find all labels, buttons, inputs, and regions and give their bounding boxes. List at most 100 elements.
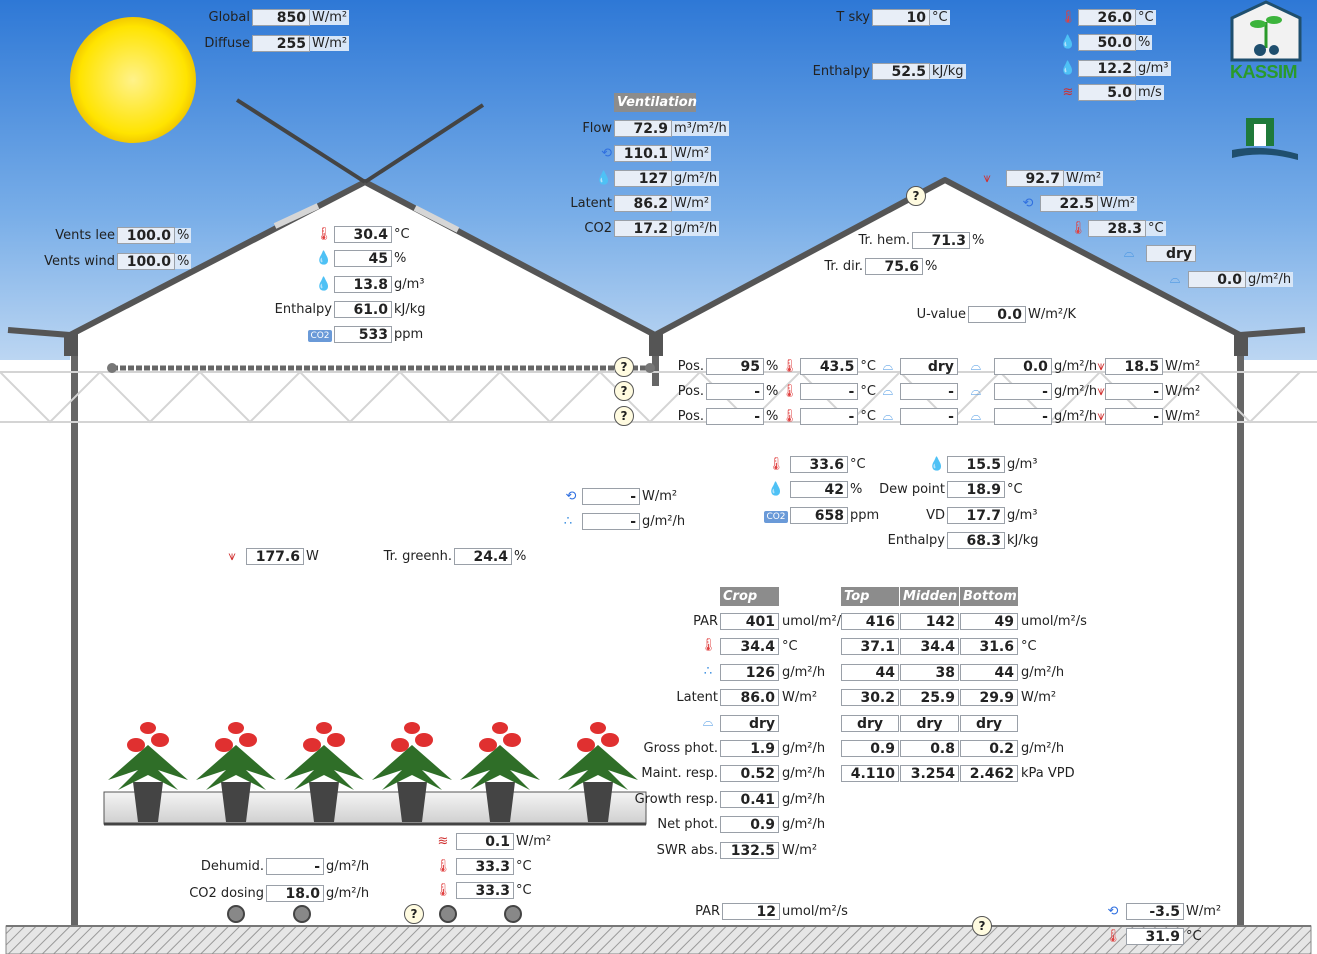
air-enthalpy-value[interactable]: 68.3 [947, 532, 1005, 549]
floor-par-value[interactable]: 12 [722, 903, 780, 920]
layer-value[interactable]: dry [900, 715, 959, 732]
heating-temp2-value[interactable]: 33.3 [456, 882, 514, 899]
screen-cond-value[interactable]: 0.0 [993, 358, 1052, 375]
layer-value[interactable]: 44 [841, 664, 899, 681]
layer-value[interactable]: 416 [841, 613, 899, 630]
top-enthalpy-value[interactable]: 61.0 [334, 301, 392, 318]
condensation-icon: ⌓ [882, 359, 894, 374]
top-temp-value[interactable]: 30.4 [334, 226, 392, 243]
leak-vapour-value[interactable]: - [582, 513, 640, 530]
top-rh-value[interactable]: 45 [334, 250, 392, 267]
layer-value[interactable]: 3.254 [900, 765, 959, 782]
help-button-roof[interactable]: ? [906, 186, 926, 206]
screen-rad-value[interactable]: 18.5 [1105, 358, 1164, 375]
screen-cond-value[interactable]: - [993, 408, 1052, 425]
roof-cond-rate-value[interactable]: 0.0 [1188, 271, 1246, 288]
layer-value[interactable]: 30.2 [841, 689, 899, 706]
help-button-screen-1[interactable]: ? [614, 357, 634, 377]
vents-lee-value[interactable]: 100.0 [117, 227, 175, 244]
help-button-screen-3[interactable]: ? [614, 406, 634, 426]
screen-pos-value[interactable]: 95 [706, 358, 764, 375]
roof-temp-value[interactable]: 28.3 [1088, 220, 1146, 237]
screen-temp-value[interactable]: - [800, 408, 859, 425]
layer-value[interactable]: 4.110 [841, 765, 899, 782]
leak-heat-value[interactable]: - [582, 488, 640, 505]
outside-temp-value[interactable]: 26.0 [1078, 9, 1136, 26]
layer-value[interactable]: 29.9 [960, 689, 1018, 706]
air-co2-value[interactable]: 658 [790, 507, 848, 524]
vent-co2-value[interactable]: 17.2 [614, 220, 672, 237]
crop-value[interactable]: 126 [720, 664, 779, 681]
tsky-value[interactable]: 10 [872, 9, 930, 26]
crop-value[interactable]: 0.41 [720, 791, 779, 808]
top-abs-hum-value[interactable]: 13.8 [334, 276, 392, 293]
layer-value[interactable]: dry [960, 715, 1018, 732]
layer-value[interactable]: 44 [960, 664, 1018, 681]
diffuse-value[interactable]: 255 [252, 35, 310, 52]
u-value-value[interactable]: 0.0 [968, 306, 1026, 323]
screen-state-value[interactable]: dry [899, 358, 958, 375]
dew-point-value[interactable]: 18.9 [947, 481, 1005, 498]
crop-value[interactable]: 0.52 [720, 765, 779, 782]
screen-rad-value[interactable]: - [1105, 383, 1164, 400]
top-co2-value[interactable]: 533 [334, 326, 392, 343]
tr-greenh-value[interactable]: 24.4 [454, 548, 512, 565]
roof-conv-value[interactable]: 22.5 [1040, 195, 1098, 212]
global-value[interactable]: 850 [252, 9, 310, 26]
roof-rad-value[interactable]: 92.7 [1006, 170, 1064, 187]
crop-value[interactable]: 86.0 [720, 689, 779, 706]
vent-vapour-value[interactable]: 127 [614, 170, 672, 187]
air-temp-value[interactable]: 33.6 [790, 456, 848, 473]
tr-hem-value[interactable]: 71.3 [912, 232, 970, 249]
help-button-screen-2[interactable]: ? [614, 381, 634, 401]
floor-heat-value[interactable]: -3.5 [1126, 903, 1184, 920]
layer-value[interactable]: 2.462 [960, 765, 1018, 782]
outside-enthalpy-value[interactable]: 52.5 [872, 63, 930, 80]
crop-value[interactable]: 132.5 [720, 842, 779, 859]
screen-temp-value[interactable]: - [800, 383, 859, 400]
outside-abs-hum-value[interactable]: 12.2 [1078, 60, 1136, 77]
vent-latent-value[interactable]: 86.2 [614, 195, 672, 212]
wind-value[interactable]: 5.0 [1078, 84, 1136, 101]
outside-rh-value[interactable]: 50.0 [1078, 34, 1136, 51]
layer-value[interactable]: 0.8 [900, 740, 959, 757]
screen-temp-value[interactable]: 43.5 [800, 358, 859, 375]
layer-value[interactable]: 34.4 [900, 638, 959, 655]
layer-value[interactable]: 37.1 [841, 638, 899, 655]
help-button-heating[interactable]: ? [404, 904, 424, 924]
tr-dir-value[interactable]: 75.6 [865, 258, 923, 275]
screen-pos-value[interactable]: - [706, 408, 764, 425]
layer-value[interactable]: 0.2 [960, 740, 1018, 757]
layer-value[interactable]: 38 [900, 664, 959, 681]
air-abs-hum-value[interactable]: 15.5 [947, 456, 1005, 473]
crop-value[interactable]: 401 [720, 613, 779, 630]
screen-cond-value[interactable]: - [993, 383, 1052, 400]
layer-value[interactable]: dry [841, 715, 899, 732]
layer-value[interactable]: 0.9 [841, 740, 899, 757]
layer-value[interactable]: 142 [900, 613, 959, 630]
help-button-floor[interactable]: ? [972, 916, 992, 936]
floor-temp-value[interactable]: 31.9 [1126, 928, 1184, 945]
screen-state-value[interactable]: - [899, 408, 958, 425]
screen-pos-value[interactable]: - [706, 383, 764, 400]
vent-flow-value[interactable]: 72.9 [614, 120, 672, 137]
lamp-value[interactable]: 177.6 [246, 548, 304, 565]
heating-pipe-value[interactable]: 0.1 [456, 833, 514, 850]
crop-value[interactable]: 0.9 [720, 816, 779, 833]
layer-value[interactable]: 31.6 [960, 638, 1018, 655]
screen-rad-value[interactable]: - [1105, 408, 1164, 425]
vents-wind-value[interactable]: 100.0 [117, 253, 175, 270]
crop-value[interactable]: dry [720, 715, 779, 732]
screen-state-value[interactable]: - [899, 383, 958, 400]
heating-temp1-value[interactable]: 33.3 [456, 858, 514, 875]
crop-value[interactable]: 34.4 [720, 638, 779, 655]
co2-dosing-value[interactable]: 18.0 [266, 885, 324, 902]
roof-cond-state-value[interactable]: dry [1146, 245, 1196, 262]
air-rh-value[interactable]: 42 [790, 481, 848, 498]
layer-value[interactable]: 25.9 [900, 689, 959, 706]
crop-value[interactable]: 1.9 [720, 740, 779, 757]
vent-heat-value[interactable]: 110.1 [614, 145, 672, 162]
vd-value[interactable]: 17.7 [947, 507, 1005, 524]
layer-value[interactable]: 49 [960, 613, 1018, 630]
dehumid-value[interactable]: - [266, 858, 324, 875]
